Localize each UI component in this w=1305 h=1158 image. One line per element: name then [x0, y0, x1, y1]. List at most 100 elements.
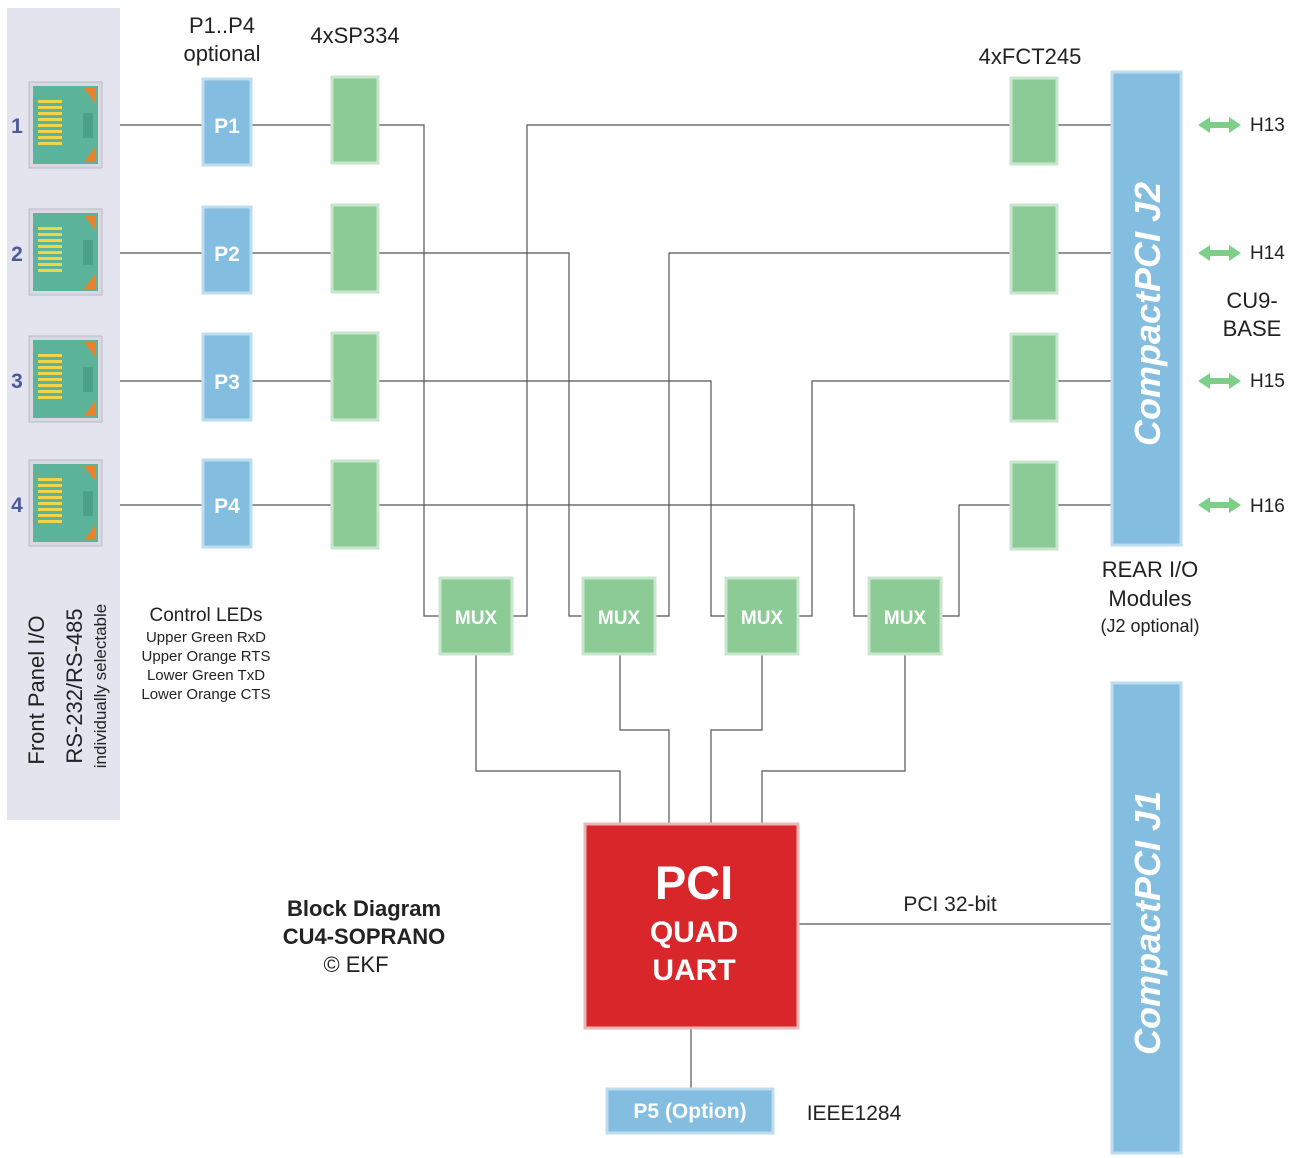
rear-header-h15: H15: [1250, 371, 1285, 392]
compactpci-j1: CompactPCI J1: [1110, 681, 1183, 1155]
port-pin: [38, 257, 62, 260]
led-lower: [84, 146, 96, 162]
mux-label-3: MUX: [741, 608, 784, 629]
port-pin: [38, 142, 62, 145]
port-4: [28, 459, 103, 547]
port-pin: [38, 520, 62, 523]
transceiver-1: [330, 75, 380, 165]
compactpci-j2: CompactPCI J2: [1110, 70, 1183, 547]
transceiver-3: [330, 331, 380, 422]
led-upper: [84, 342, 96, 358]
mux-3: MUX: [724, 576, 800, 656]
option-label-p4: P4: [214, 495, 240, 518]
port-pin: [38, 354, 62, 357]
port-pin: [38, 384, 62, 387]
double-arrow-icon: [1198, 117, 1241, 133]
uart-line-1: PCI: [655, 856, 733, 909]
uart-chip: PCI QUAD UART: [583, 822, 800, 1030]
leds-line-3: Lower Green TxD: [147, 667, 265, 684]
option-box-p3: P3: [201, 332, 253, 422]
transceiver-2: [330, 203, 380, 294]
port-pin: [38, 263, 62, 266]
mux-2: MUX: [581, 576, 657, 656]
port-number-3: 3: [11, 370, 23, 393]
wire-mux4-uart: [761, 654, 906, 823]
port-pin: [38, 130, 62, 133]
rear-io-line-1: REAR I/O: [1102, 557, 1199, 582]
transceiver-header: 4xSP334: [310, 23, 399, 48]
title-line-3: © EKF: [323, 952, 388, 977]
port-pin: [38, 269, 62, 272]
wire-mux1-uart: [475, 654, 621, 823]
double-arrow-icon: [1198, 497, 1241, 513]
j1-label: CompactPCI J1: [1127, 791, 1168, 1055]
wire-mux2-uart: [619, 654, 670, 823]
option-label-p3: P3: [214, 371, 240, 394]
double-arrow-icon: [1198, 373, 1241, 389]
led-upper: [84, 215, 96, 231]
port-pin: [38, 124, 62, 127]
rear-header-h13: H13: [1250, 115, 1285, 136]
title-line-1: Block Diagram: [287, 896, 441, 921]
rear-header-h16: H16: [1250, 496, 1285, 517]
port-latch: [83, 491, 93, 516]
port-number-2: 2: [11, 243, 23, 266]
led-lower: [84, 273, 96, 289]
buffers: [1009, 76, 1059, 551]
transceiver-4: [330, 459, 380, 550]
port-pin: [38, 251, 62, 254]
port-3: [28, 335, 103, 423]
rear-arrow-h14: [1198, 245, 1241, 261]
rear-header-h14: H14: [1250, 243, 1285, 264]
leds-line-1: Upper Green RxD: [146, 629, 266, 646]
port-pin: [38, 502, 62, 505]
j2-label: CompactPCI J2: [1127, 182, 1168, 446]
port-latch: [83, 367, 93, 392]
uart-line-3: UART: [652, 954, 735, 987]
rear-arrow-h15: [1198, 373, 1241, 389]
port-2: [28, 208, 103, 296]
port-pin: [38, 490, 62, 493]
option-box-p1: P1: [201, 77, 253, 167]
rear-io-line-2: Modules: [1108, 586, 1191, 611]
port-latch: [83, 113, 93, 138]
wire-sp2-mux2: [378, 252, 583, 617]
led-upper: [84, 466, 96, 482]
wire-sp3-mux3: [378, 380, 726, 617]
option-box-p2: P2: [201, 205, 253, 295]
port-pin: [38, 136, 62, 139]
wire-mux3-fct3: [798, 380, 1012, 617]
port-pin: [38, 239, 62, 242]
buffer-2: [1009, 203, 1059, 295]
port-pin: [38, 508, 62, 511]
transceivers: [330, 75, 380, 550]
port-pin: [38, 100, 62, 103]
port-pin: [38, 366, 62, 369]
double-arrow-icon: [1198, 245, 1241, 261]
port-pin: [38, 396, 62, 399]
rear-arrow-h13: [1198, 117, 1241, 133]
led-lower: [84, 524, 96, 540]
mode-sublabel: individually selectable: [91, 604, 110, 768]
leds-title: Control LEDs: [150, 605, 263, 626]
wire-sp4-mux4: [378, 504, 869, 617]
leds-line-2: Upper Orange RTS: [142, 648, 271, 665]
port-pin: [38, 118, 62, 121]
mux-4: MUX: [867, 576, 943, 656]
rear-io-line-3: (J2 optional): [1100, 616, 1199, 636]
mux-label-2: MUX: [598, 608, 641, 629]
port-1: [28, 81, 103, 169]
port-pin: [38, 112, 62, 115]
connection-lines: [120, 124, 1112, 1089]
port-pin: [38, 227, 62, 230]
title-line-2: CU4-SOPRANO: [283, 924, 446, 949]
wire-mux2-fct2: [655, 252, 1012, 617]
option-label-p2: P2: [214, 243, 240, 266]
wire-sp1-mux1: [378, 124, 440, 617]
port-latch: [83, 240, 93, 265]
led-upper: [84, 88, 96, 104]
p5-standard: IEEE1284: [807, 1102, 902, 1125]
led-lower: [84, 400, 96, 416]
options-header-line2: optional: [183, 41, 260, 66]
uart-line-2: QUAD: [650, 916, 738, 949]
